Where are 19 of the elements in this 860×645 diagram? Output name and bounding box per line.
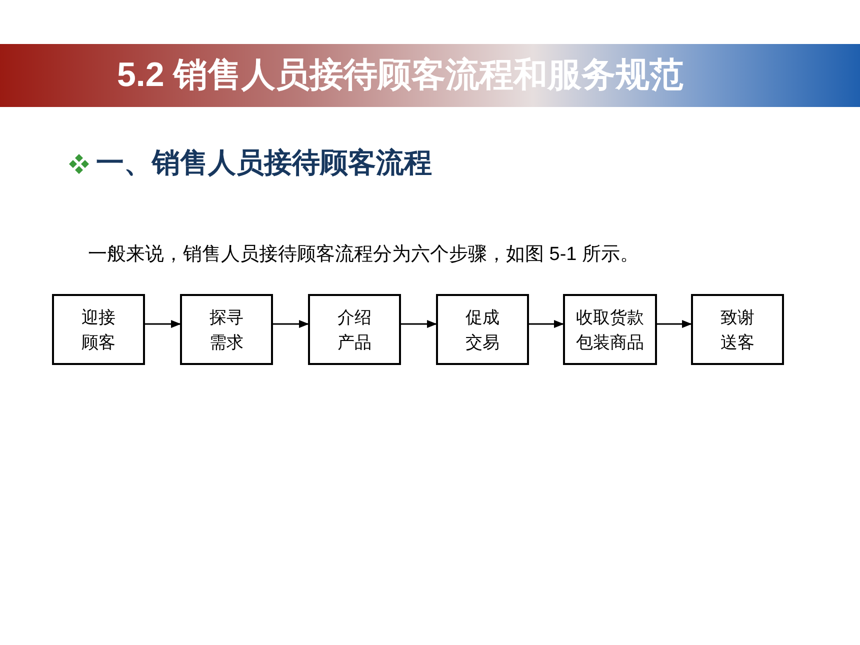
process-box	[563, 294, 657, 365]
step-text: 介绍产品	[338, 306, 372, 354]
arrow	[529, 320, 564, 328]
process-box	[691, 294, 784, 365]
arrow	[657, 320, 692, 328]
arrow	[273, 320, 309, 328]
step-text: 收取货款包装商品	[576, 306, 644, 354]
step-text: 探寻需求	[210, 306, 244, 354]
arrow	[145, 320, 181, 328]
process-box	[180, 294, 273, 365]
process-box	[308, 294, 401, 365]
intro-sentence: 一般来说，销售人员接待顾客流程分为六个步骤，如图 5-1 所示。	[88, 243, 640, 267]
arrow	[401, 320, 437, 328]
step-text: 致谢送客	[720, 306, 754, 354]
process-box	[52, 294, 145, 365]
section-heading: 一、销售人员接待顾客流程	[96, 146, 432, 180]
step-text: 迎接顾客	[82, 306, 116, 354]
step-text: 促成交易	[466, 306, 500, 354]
process-box	[436, 294, 529, 365]
